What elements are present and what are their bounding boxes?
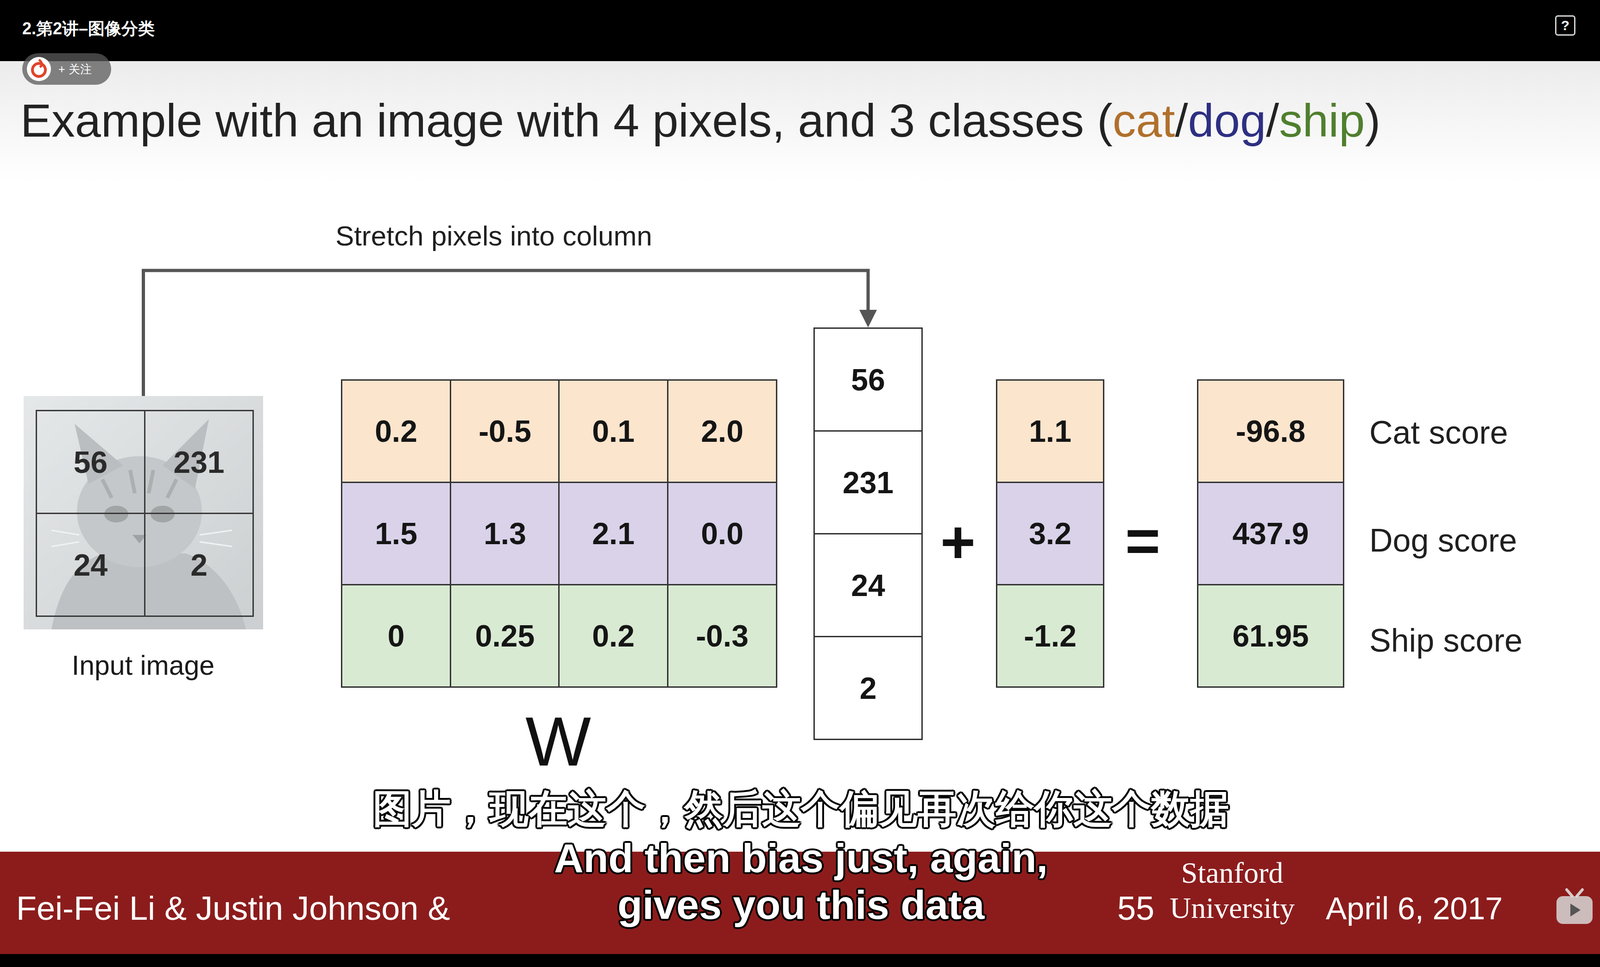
- weight-cell: 0.2: [558, 584, 669, 688]
- pixel-column-value: 56: [850, 362, 885, 398]
- help-mark: ?: [1561, 17, 1570, 34]
- bias-cell: -1.2: [995, 584, 1105, 688]
- subtitle-english: And then bias just, again, gives you thi…: [509, 834, 1093, 929]
- weight-cell: -0.5: [449, 379, 561, 484]
- weight-cell: 2.0: [667, 379, 778, 484]
- weight-value: -0.5: [478, 413, 532, 449]
- weight-value: 0.2: [374, 413, 418, 449]
- channel-logo: [25, 56, 52, 82]
- video-title-bar: 2.第2讲–图像分类?: [0, 0, 1600, 62]
- class-label: Cat score: [1369, 414, 1509, 452]
- weight-value: 0.25: [475, 618, 535, 654]
- pixel-cell: 2: [144, 512, 254, 618]
- pixel-column-value: 24: [850, 567, 885, 604]
- score-value: 61.95: [1232, 618, 1309, 654]
- equals-sign: =: [1125, 505, 1161, 576]
- pixel-column-cell: 231: [813, 430, 923, 535]
- pixel-column-cell: 24: [813, 533, 923, 638]
- video-title: 2.第2讲–图像分类: [22, 17, 155, 41]
- weight-matrix: W0.2-0.50.12.01.51.32.10.000.250.2-0.3: [340, 379, 777, 688]
- weight-value: 1.3: [483, 516, 527, 552]
- weight-cell: 2.1: [558, 481, 669, 586]
- weight-value: 0.1: [592, 413, 635, 449]
- score-cell: -96.8: [1196, 379, 1345, 484]
- pixel-value: 231: [173, 444, 225, 480]
- weight-cell: 0: [340, 584, 452, 688]
- matrix-name: W: [525, 701, 592, 782]
- weight-cell: 0.2: [340, 379, 452, 484]
- pixel-column-cell: 56: [813, 327, 923, 432]
- weight-value: 2.1: [592, 516, 635, 552]
- arrow-head: [859, 309, 877, 328]
- weight-value: 1.5: [374, 516, 418, 552]
- pixel-column-value: 2: [859, 670, 877, 706]
- follow-text: + 关注: [58, 61, 92, 77]
- score-cell: 61.95: [1196, 584, 1345, 688]
- connector-line: [143, 270, 869, 397]
- weight-value: 0: [387, 618, 405, 654]
- weight-value: 0.0: [700, 516, 744, 552]
- pixel-cell: 24: [35, 512, 146, 618]
- weight-cell: 1.3: [449, 481, 561, 586]
- pixel-value: 56: [73, 444, 108, 480]
- class-label: Dog score: [1369, 522, 1518, 560]
- score-value: -96.8: [1235, 413, 1306, 449]
- pixel-cell: 56: [35, 409, 146, 515]
- pixel-value: 24: [73, 547, 108, 583]
- weight-cell: 0.25: [449, 584, 561, 688]
- weight-cell: 0.0: [667, 481, 778, 586]
- slide-title: Example with an image with 4 pixels, and…: [20, 94, 1381, 148]
- university-logo-top: Stanford: [1181, 856, 1284, 891]
- authors: Fei-Fei Li & Justin Johnson &: [16, 889, 450, 928]
- weight-cell: 1.5: [340, 481, 452, 586]
- bias-cell: 3.2: [995, 481, 1105, 586]
- plus-sign: +: [940, 507, 976, 577]
- subtitle-chinese: 图片，现在这个，然后这个偏见再次给你这个数据: [372, 782, 1229, 836]
- bias-cell: 1.1: [995, 379, 1105, 484]
- input-image: Input image56231242: [23, 396, 264, 630]
- pixel-column-cell: 2: [813, 636, 923, 741]
- slide-number: 55: [1117, 889, 1155, 928]
- stretch-arrow: [143, 270, 878, 397]
- university-logo-bottom: University: [1169, 891, 1295, 926]
- player-icon: [1554, 887, 1595, 927]
- pixel-column-value: 231: [842, 465, 894, 501]
- score-value: 437.9: [1232, 516, 1309, 552]
- pixel-value: 2: [190, 547, 208, 583]
- bias-value: 3.2: [1028, 516, 1072, 552]
- score-cell: 437.9: [1196, 481, 1345, 586]
- input-image-caption: Input image: [71, 649, 215, 682]
- weight-cell: -0.3: [667, 584, 778, 688]
- weight-value: -0.3: [695, 618, 749, 654]
- weight-value: 0.2: [592, 618, 635, 654]
- help-icon: ?: [1555, 15, 1576, 36]
- bias-value: -1.2: [1023, 618, 1077, 654]
- lecture-date: April 6, 2017: [1325, 890, 1503, 927]
- pixel-cell: 231: [144, 409, 254, 515]
- edge-label: Stretch pixels into column: [331, 220, 656, 252]
- class-label: Ship score: [1369, 622, 1523, 660]
- bias-value: 1.1: [1028, 413, 1072, 449]
- weight-cell: 0.1: [558, 379, 669, 484]
- weight-value: 2.0: [700, 413, 744, 449]
